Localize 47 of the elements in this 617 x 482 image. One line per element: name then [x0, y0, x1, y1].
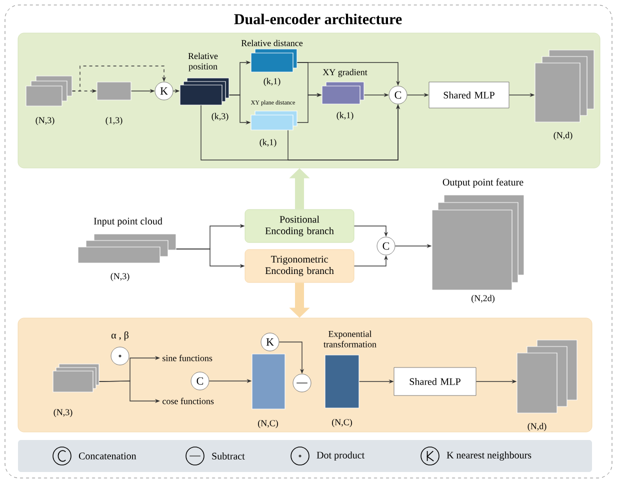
- feature-stack: [250, 110, 298, 130]
- node-caption: (k,1): [260, 138, 276, 148]
- node-caption: (N,C): [258, 420, 278, 428]
- branch-box: Trigonometric Encoding branch: [244, 249, 354, 283]
- feature-block: [252, 354, 286, 410]
- process-box: Shared MLP: [428, 82, 510, 108]
- node-caption: (N,d): [554, 132, 572, 140]
- feature-block: [96, 82, 132, 100]
- legend-label: Concatenation: [78, 452, 136, 460]
- node-caption: (N,3): [110, 272, 130, 282]
- node-caption: (N,3): [54, 408, 72, 418]
- node-caption: Exponential transformation: [324, 330, 376, 348]
- node-caption: XY gradient: [322, 68, 368, 78]
- operator-circle: [110, 346, 130, 366]
- node-caption: (N,C): [332, 418, 352, 428]
- feature-stack: [432, 194, 524, 290]
- feature-stack: [322, 82, 364, 104]
- process-box: Shared MLP: [394, 367, 476, 396]
- node-caption: Relative distance: [241, 40, 303, 46]
- branch-label: sine functions: [162, 354, 212, 362]
- feature-stack: [26, 76, 72, 106]
- legend-label: Subtract: [212, 452, 245, 460]
- point-cloud-stack: [78, 234, 176, 264]
- feature-block: [324, 354, 360, 408]
- legend-label: K nearest neighbours: [446, 451, 532, 461]
- feature-stack: [180, 78, 230, 106]
- legend-label: Dot product: [316, 451, 365, 461]
- node-caption: (N,d): [528, 422, 546, 432]
- title: Dual-encoder architecture: [234, 14, 402, 24]
- node-caption: (k,1): [336, 112, 354, 120]
- node-caption: Output point feature: [442, 178, 524, 188]
- point-cloud-stack: [52, 364, 100, 392]
- node-caption: Relative position: [188, 52, 218, 72]
- branch-label: cose functions: [162, 398, 214, 404]
- feature-stack: [250, 48, 298, 72]
- node-caption: (k,3): [212, 112, 228, 122]
- node-caption: (N,2d): [472, 294, 494, 304]
- feature-stack: [534, 50, 594, 122]
- node-caption: (1,3): [106, 116, 122, 126]
- operator-circle: [292, 374, 312, 392]
- node-caption: α , β: [111, 331, 128, 341]
- node-caption: (k,1): [264, 78, 280, 86]
- arrow: [72, 66, 166, 92]
- feature-stack: [516, 340, 578, 414]
- branch-box: Positional Encoding branch: [244, 209, 354, 243]
- node-caption: (N,3): [36, 116, 54, 126]
- node-caption: Input point cloud: [94, 217, 162, 227]
